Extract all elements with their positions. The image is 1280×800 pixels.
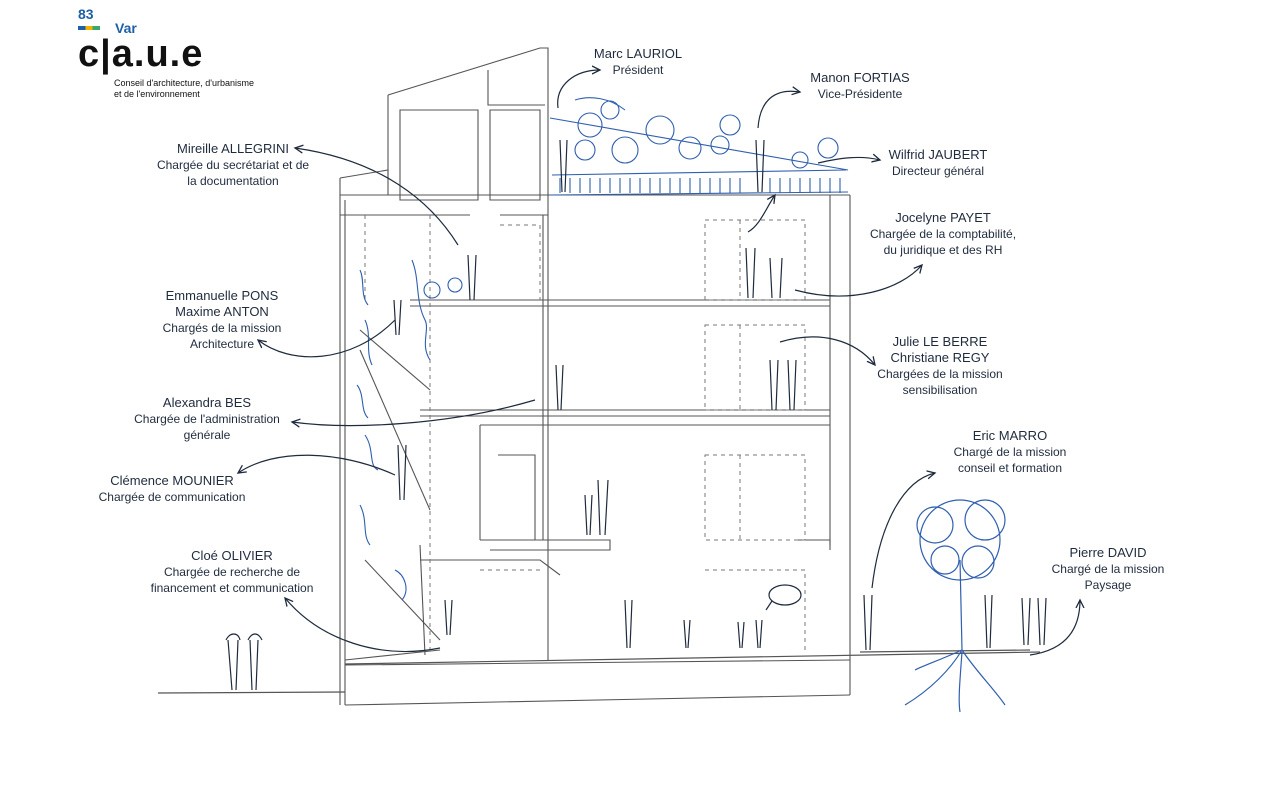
tree [904,499,1006,713]
arrow-jaubert [817,157,880,164]
interior-dashed-partitions [364,215,806,650]
role-david-1: Chargé de la mission [1051,562,1165,576]
role-bes-1: Chargée de l'administration [134,412,280,426]
role-olivier-2: financement et communication [150,581,314,595]
ground-line [157,649,1041,694]
building-structure [339,47,851,706]
arrow-pons-anton [258,319,396,358]
person-allegrini: Mireille ALLEGRINI Chargée du secrétaria… [138,141,328,189]
arrow-payet [747,195,775,233]
role-fortias: Vice-Présidente [817,87,903,101]
role-payet-2: du juridique et des RH [883,243,1003,257]
caue-logo: 83 Var c|a.u.e Conseil d'architecture, d… [78,6,278,99]
role-pons-anton-2: Architecture [189,337,255,351]
department-number: 83 [78,6,94,22]
person-lauriol: Marc LAURIOL Président [568,46,708,78]
name-lauriol: Marc LAURIOL [593,46,683,61]
name-fortias: Manon FORTIAS [810,70,910,85]
name-leberre: Julie LE BERRE [892,334,988,349]
name-regy: Christiane REGY [890,350,990,365]
people-figures [225,139,1047,691]
arrow-olivier [285,598,441,653]
role-olivier-1: Chargée de recherche de [163,565,301,579]
logo-subtitle-line2: et de l'environnement [114,89,200,99]
arrow-mounier [238,454,396,476]
role-allegrini-1: Chargée du secrétariat et de [156,158,310,172]
role-marro-2: conseil et formation [957,461,1063,475]
name-mounier: Clémence MOUNIER [110,473,234,488]
arrow-fortias [757,91,800,129]
logo-subtitle-line1: Conseil d'architecture, d'urbanisme [114,78,255,88]
arrow-payet-2 [794,265,922,297]
arrow-allegrini [295,148,459,246]
person-payet: Jocelyne PAYET Chargée de la comptabilit… [848,210,1038,258]
role-mounier: Chargée de communication [98,490,246,504]
department-color-bars [78,26,100,30]
role-marro-1: Chargé de la mission [953,445,1067,459]
name-payet: Jocelyne PAYET [895,210,991,225]
name-pons: Emmanuelle PONS [165,288,279,303]
name-anton: Maxime ANTON [175,304,269,319]
person-david: Pierre DAVID Chargé de la mission Paysag… [1038,545,1178,593]
arrow-lauriol [557,70,600,109]
arrow-bes [292,399,536,426]
person-fortias: Manon FORTIAS Vice-Présidente [790,70,930,102]
role-jaubert: Directeur général [891,164,985,178]
person-leberre-regy: Julie LE BERRE Christiane REGY Chargées … [860,334,1020,398]
person-marro: Eric MARRO Chargé de la mission conseil … [940,428,1080,476]
arrow-leberre-regy [779,336,875,365]
department-name: Var [115,20,137,36]
person-mounier: Clémence MOUNIER Chargée de communicatio… [82,473,262,505]
leader-arrows [238,70,1080,656]
roof-terrace-plants [549,97,849,196]
arrow-david [1029,600,1080,656]
role-leberre-regy-2: sensibilisation [902,383,978,397]
role-pons-anton-1: Chargés de la mission [162,321,282,335]
name-marro: Eric MARRO [972,428,1048,443]
role-bes-2: générale [183,428,231,442]
role-leberre-regy-1: Chargées de la mission [877,367,1003,381]
role-lauriol: Président [612,63,664,77]
role-allegrini-2: la documentation [187,174,279,188]
logo-subtitle: Conseil d'architecture, d'urbanisme et d… [114,78,284,100]
caue-wordmark: c|a.u.e [78,33,204,75]
person-jaubert: Wilfrid JAUBERT Directeur général [868,147,1008,179]
arrow-marro [871,473,935,589]
name-allegrini: Mireille ALLEGRINI [177,141,289,156]
person-olivier: Cloé OLIVIER Chargée de recherche de fin… [122,548,342,596]
name-olivier: Cloé OLIVIER [191,548,273,563]
role-payet-1: Chargée de la comptabilité, [869,227,1017,241]
name-david: Pierre DAVID [1069,545,1147,560]
name-bes: Alexandra BES [162,395,252,410]
name-jaubert: Wilfrid JAUBERT [888,147,988,162]
facade-plants [356,259,463,601]
person-bes: Alexandra BES Chargée de l'administratio… [112,395,302,443]
role-david-2: Paysage [1084,578,1132,592]
person-pons-anton: Emmanuelle PONS Maxime ANTON Chargés de … [142,288,302,352]
